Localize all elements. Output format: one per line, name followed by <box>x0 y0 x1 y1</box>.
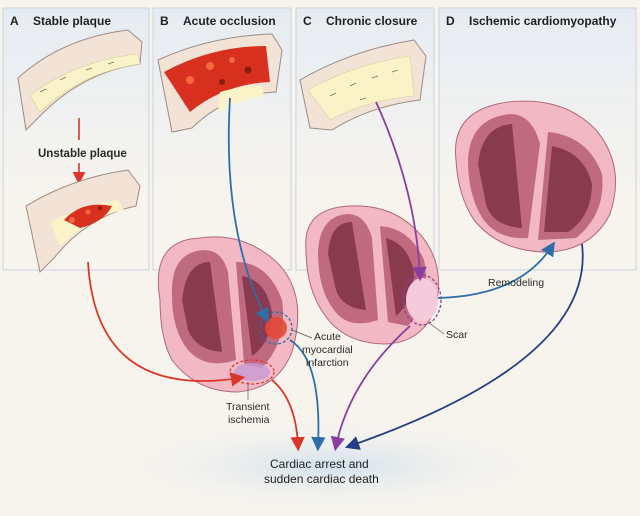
heart-cardiomyopathy <box>454 100 616 253</box>
arrow-chronic-to-scar <box>375 101 427 282</box>
scar-label: Scar <box>446 329 468 341</box>
stable-plaque-vessel <box>17 29 143 132</box>
acute-occlusion-vessel <box>157 33 283 133</box>
arrow-scar-to-outcome <box>330 325 411 452</box>
panel-a-title: Stable plaque <box>33 14 111 28</box>
transient-label-line1: Transient <box>226 401 269 413</box>
acute-mi-label-line1: Acute <box>314 331 341 343</box>
panel-c-letter: C <box>303 14 312 28</box>
outcome-line1: Cardiac arrest and <box>270 457 369 471</box>
chronic-closure-vessel <box>299 39 427 131</box>
panel-a-letter: A <box>10 14 19 28</box>
panel-d-title: Ischemic cardiomyopathy <box>469 14 617 28</box>
scar-leader <box>427 321 445 335</box>
acute-mi-label-line2: myocardial <box>302 344 353 356</box>
acute-mi-leader <box>291 329 313 339</box>
outcome-line2: sudden cardiac death <box>264 472 379 486</box>
unstable-plaque-label: Unstable plaque <box>38 148 127 160</box>
transient-label-line2: ischemia <box>228 414 270 426</box>
panel-b-letter: B <box>160 14 169 28</box>
remodeling-label: Remodeling <box>488 277 544 289</box>
arrow-scar-to-remodeling <box>437 241 555 299</box>
arrow-mi-to-outcome <box>289 339 326 452</box>
outcome-glow <box>100 418 560 514</box>
heart-acute-mi <box>157 236 299 393</box>
arrow-unstable-to-transient <box>87 261 246 387</box>
unstable-plaque-vessel <box>25 169 141 274</box>
panel-d-letter: D <box>446 14 455 28</box>
arrow-cardiomyopathy-to-outcome <box>344 243 584 450</box>
panel-c-title: Chronic closure <box>326 14 418 28</box>
arrow-occlusion-to-mi <box>227 97 269 323</box>
heart-chronic-scar <box>305 205 442 345</box>
panel-b-title: Acute occlusion <box>183 14 276 28</box>
acute-mi-label-line3: infarction <box>306 357 349 369</box>
arrow-transient-to-outcome <box>271 379 305 452</box>
